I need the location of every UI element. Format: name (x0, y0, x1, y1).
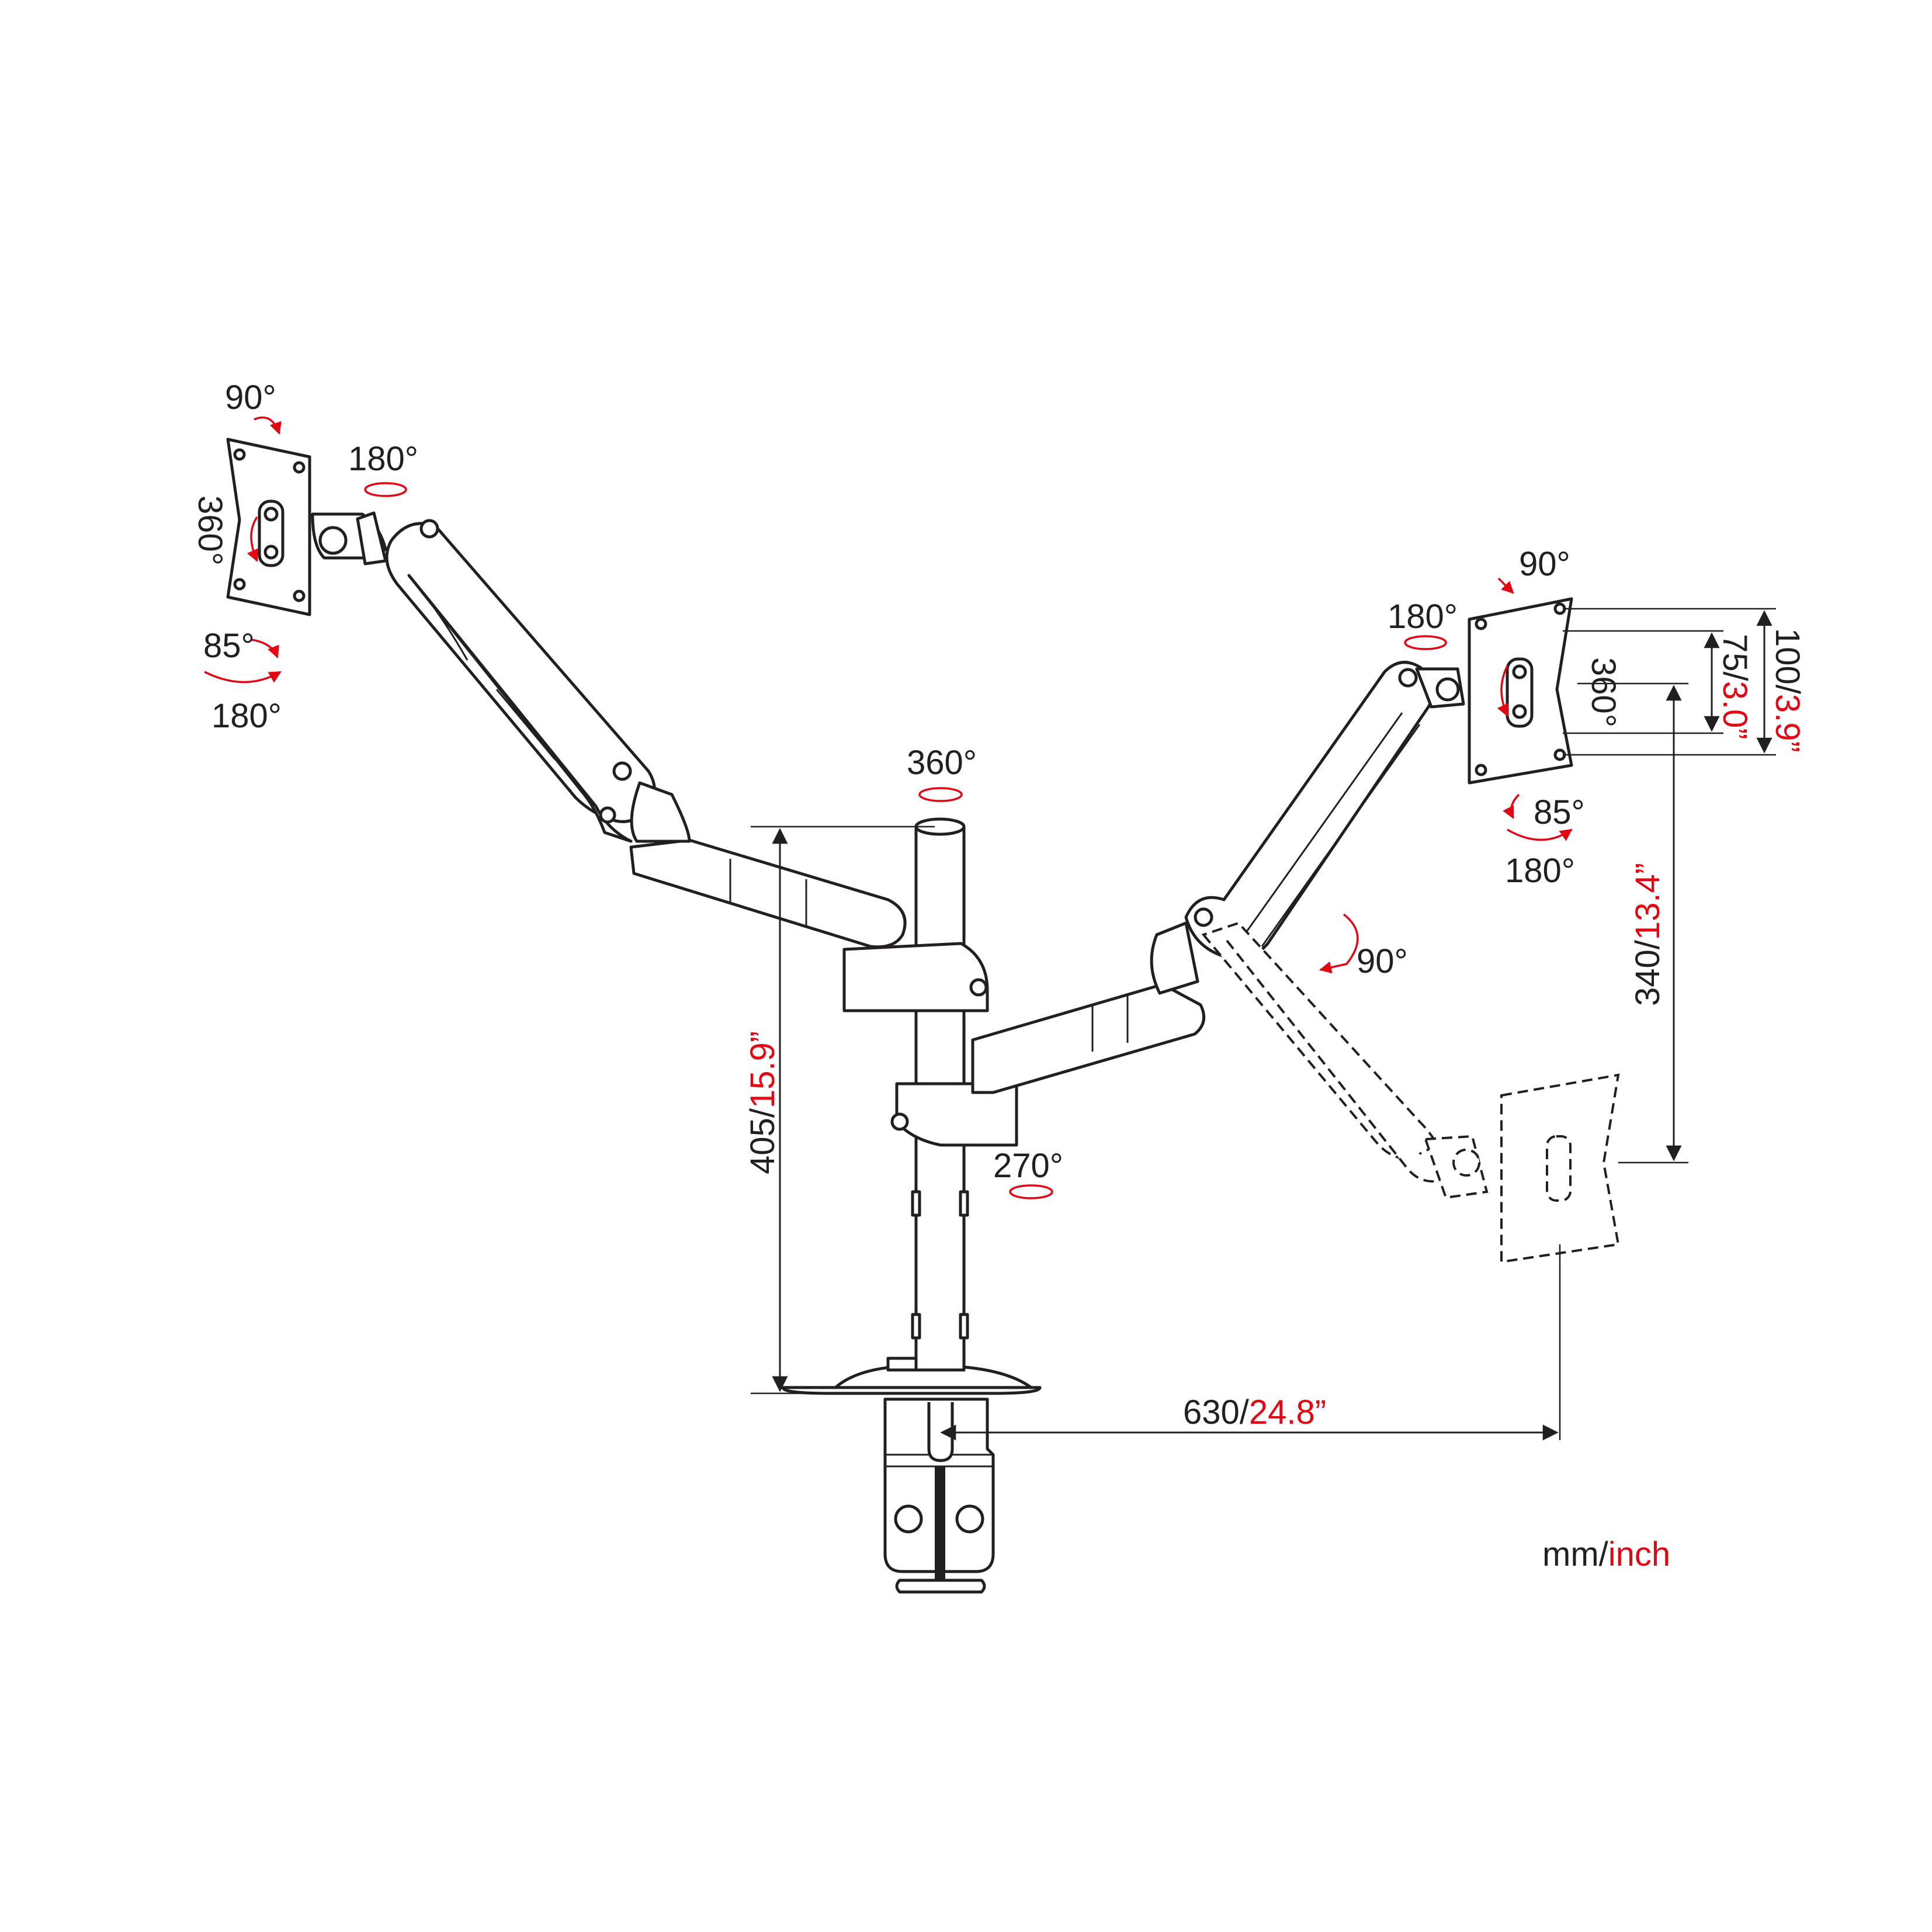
right-vesa-plate (1468, 597, 1573, 785)
reach-dimension (940, 1244, 1561, 1441)
right-arm (890, 661, 1489, 1199)
height-dimension-label: 405/15.9” (744, 1031, 782, 1174)
vesa-large-label: 100/3.9” (1768, 628, 1806, 752)
vesa-small-label: 75/3.0” (1716, 634, 1754, 740)
rotation-arrows (204, 416, 1573, 1199)
right-rotate-label: 360° (1584, 657, 1622, 727)
left-rotate-label: 360° (191, 495, 229, 566)
right-pan-180-label: 180° (1505, 852, 1575, 890)
vesa-dimensions (1563, 608, 1776, 756)
left-tilt-label: 90° (225, 379, 276, 417)
left-swivel-label: 180° (348, 440, 418, 478)
angle-labels: 90° 180° 360° 85° 180° 360° 270° 90° 180… (191, 379, 1622, 1185)
left-pan-180-label: 180° (211, 697, 282, 735)
right-swivel-label: 180° (1388, 598, 1458, 636)
height-dimension (751, 825, 935, 1395)
units-label: mm/inch (1542, 1535, 1670, 1573)
left-arm (311, 511, 989, 1012)
desk-clamp (781, 1357, 1042, 1594)
vertical-dimension-label: 340/13.4” (1629, 863, 1667, 1006)
arm-lift-label: 90° (1357, 942, 1408, 980)
pole-rotate-label: 360° (907, 744, 977, 782)
lower-rotate-label: 270° (993, 1147, 1063, 1185)
vertical-dimension (1577, 682, 1688, 1164)
dimension-labels: 405/15.9” 630/24.8” 340/13.4” 100/3.9” 7… (744, 628, 1806, 1573)
left-vesa-plate (226, 438, 311, 616)
right-vesa-plate-lowered (1500, 1073, 1620, 1264)
reach-dimension-label: 630/24.8” (1183, 1393, 1326, 1431)
right-tilt-label: 90° (1519, 545, 1570, 583)
right-pan-85-label: 85° (1534, 793, 1585, 831)
left-pan-85-label: 85° (203, 627, 255, 665)
